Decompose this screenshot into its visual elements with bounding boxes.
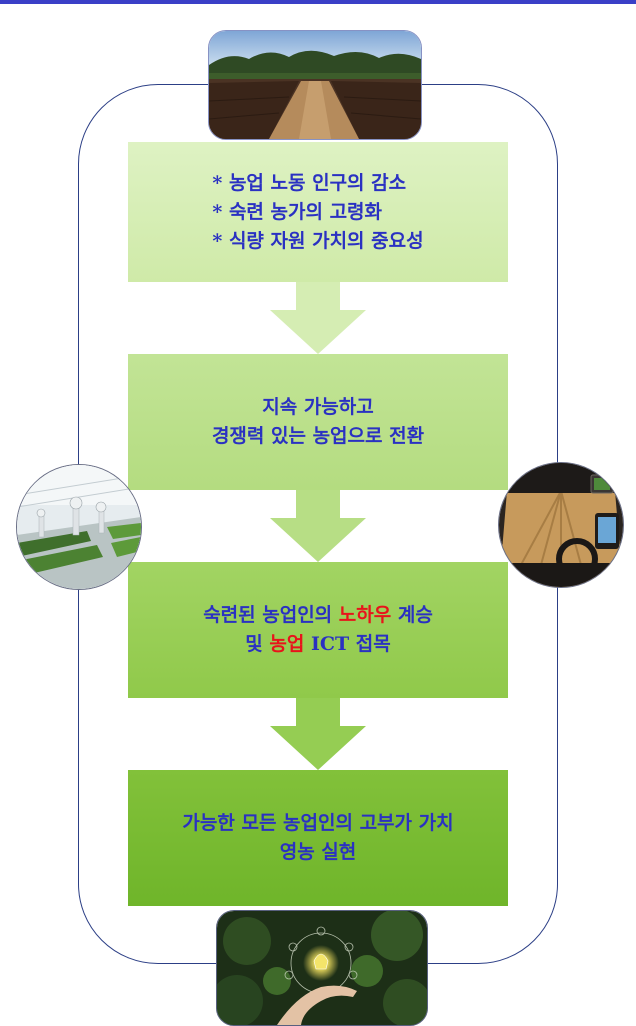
step-4-line-1: 가능한 모든 농업인의 고부가 가치 — [182, 812, 454, 834]
tractor-cab-photo — [498, 462, 624, 588]
hand-lightbulb-photo — [216, 910, 428, 1026]
step-3-line-2: 및 농업 ICT 접목 — [245, 630, 390, 659]
greenhouse-robot-photo — [16, 464, 142, 590]
step-2-line-1: 지속 가능하고 — [262, 396, 374, 418]
step-4-box: 가능한 모든 농업인의 고부가 가치 영농 실현 — [128, 770, 508, 906]
down-arrow-icon — [270, 698, 366, 770]
step-2-box: 지속 가능하고 경쟁력 있는 농업으로 전환 — [128, 354, 508, 490]
step-3-text-a: 숙련된 농업인의 — [203, 604, 339, 626]
step-3-box: 숙련된 농업인의 노하우 계승 및 농업 ICT 접목 — [128, 562, 508, 698]
step-4-line-2: 영농 실현 — [279, 841, 357, 863]
step-3-text-d: ICT 접목 — [304, 633, 391, 655]
step-3-text-c: 및 — [245, 633, 270, 655]
step-3-highlight-agriculture: 농업 — [269, 633, 305, 655]
top-accent-bar — [0, 0, 636, 4]
step-1-line-3: * 식량 자원 가치의 중요성 — [212, 229, 424, 252]
step-3-text-b: 계승 — [391, 604, 433, 626]
step-2-line-2: 경쟁력 있는 농업으로 전환 — [211, 425, 425, 447]
step-1-line-1: * 농업 노동 인구의 감소 — [212, 171, 407, 194]
down-arrow-icon — [270, 282, 366, 354]
farm-field-photo — [208, 30, 422, 140]
step-1-box: * 농업 노동 인구의 감소 * 숙련 농가의 고령화 * 식량 자원 가치의 … — [128, 142, 508, 282]
down-arrow-icon — [270, 490, 366, 562]
step-3-highlight-know-how: 노하우 — [338, 604, 392, 626]
step-1-line-2: * 숙련 농가의 고령화 — [212, 200, 383, 223]
step-3-line-1: 숙련된 농업인의 노하우 계승 — [203, 601, 433, 630]
